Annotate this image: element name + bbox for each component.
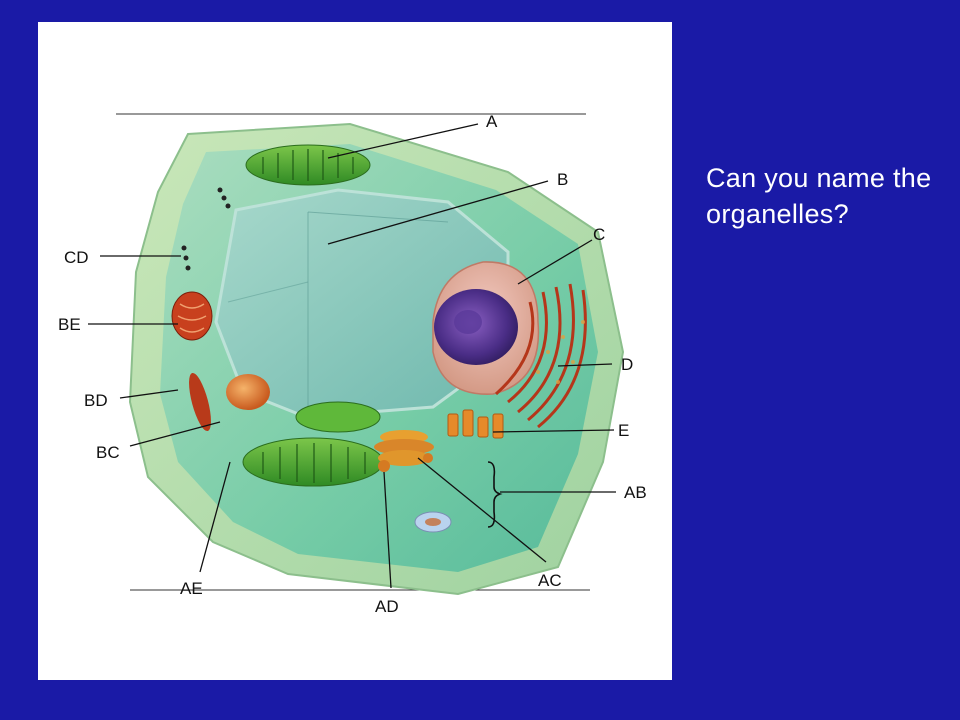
labels: A B C D E AB AC AD AE BC BD BE CD xyxy=(58,112,647,616)
mitochondrion-cristae xyxy=(177,303,207,333)
label-ab: AB xyxy=(624,483,647,502)
endoplasmic-reticulum xyxy=(495,283,587,429)
cytoplasm-brace xyxy=(487,461,503,528)
leader-b xyxy=(327,180,549,245)
leader-ad xyxy=(383,471,392,589)
label-ae: AE xyxy=(180,579,203,598)
figure-panel: A B C D E AB AC AD AE BC BD BE CD xyxy=(38,22,672,680)
nucleolus xyxy=(454,310,482,334)
peroxisome xyxy=(226,374,270,410)
label-c: C xyxy=(593,225,605,244)
leader-c xyxy=(517,239,593,285)
plasmodesmata xyxy=(181,187,231,271)
leader-ae xyxy=(199,461,231,573)
chloroplast-bottom xyxy=(242,437,384,487)
leader-e xyxy=(492,429,615,433)
chloroplast-bottom-grana xyxy=(262,443,366,483)
label-ad: AD xyxy=(375,597,399,616)
golgi-vesicles xyxy=(447,409,504,439)
label-bd: BD xyxy=(84,391,108,410)
chloroplast-top-grana xyxy=(262,149,354,181)
leader-bd xyxy=(119,389,179,399)
plant-cell-diagram: A B C D E AB AC AD AE BC BD BE CD xyxy=(58,112,647,616)
chloroplast-middle xyxy=(295,401,381,433)
vacuole-edge-3 xyxy=(227,281,309,303)
leader-d xyxy=(557,363,613,367)
label-ac: AC xyxy=(538,571,562,590)
mitochondrion-2 xyxy=(189,372,211,432)
mitochondrion xyxy=(171,291,213,341)
label-b: B xyxy=(557,170,568,189)
leader-lines xyxy=(88,123,616,589)
er-ribosomes xyxy=(536,320,585,384)
label-be: BE xyxy=(58,315,81,334)
label-bc: BC xyxy=(96,443,120,462)
golgi-apparatus xyxy=(374,430,434,472)
label-e: E xyxy=(618,421,629,440)
label-a: A xyxy=(486,112,498,131)
vesicle-core xyxy=(425,518,441,526)
leader-bc xyxy=(129,421,221,447)
label-d: D xyxy=(621,355,633,374)
question-text: Can you name the organelles? xyxy=(706,163,932,229)
label-cd: CD xyxy=(64,248,89,267)
leader-a xyxy=(327,123,479,159)
vacuole-edge-2 xyxy=(307,211,449,223)
leader-ac xyxy=(417,457,547,563)
